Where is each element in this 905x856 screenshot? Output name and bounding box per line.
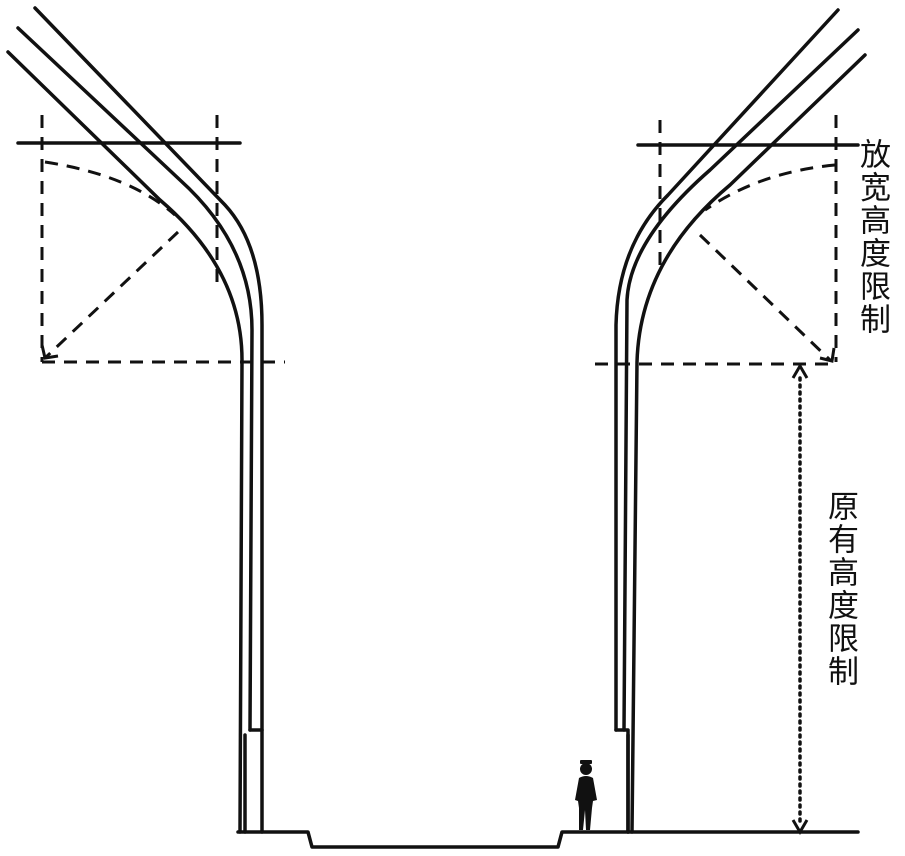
right-dashed-clearance [595, 115, 838, 366]
right-beam-middle [622, 28, 860, 732]
right-dashed-arc [704, 163, 836, 212]
widened-height-limit-label: 放宽高度限制 [854, 138, 890, 336]
left-diagonal-arrowhead [40, 344, 59, 360]
left-beam-middle [16, 26, 254, 732]
left-dashed-diagonal [43, 230, 180, 360]
right-diagonal-arrowhead [819, 347, 836, 363]
left-beam-inner [33, 6, 264, 732]
right-wall-step [614, 728, 630, 834]
ground-line [236, 830, 860, 849]
left-dashed-arc [44, 160, 176, 217]
right-structure [614, 8, 867, 834]
original-height-limit-label: 原有高度限制 [822, 490, 858, 688]
right-beam-inner [614, 8, 840, 732]
left-dashed-clearance [40, 115, 285, 364]
person-silhouette-icon [575, 760, 597, 830]
original-height-dimension [791, 363, 809, 835]
right-dashed-diagonal [698, 233, 832, 362]
right-beam-outer [630, 53, 867, 834]
dimension-arrow-top [791, 363, 809, 379]
left-structure [6, 6, 264, 834]
left-wall-step [248, 728, 264, 834]
dimension-arrow-bottom [791, 819, 809, 835]
